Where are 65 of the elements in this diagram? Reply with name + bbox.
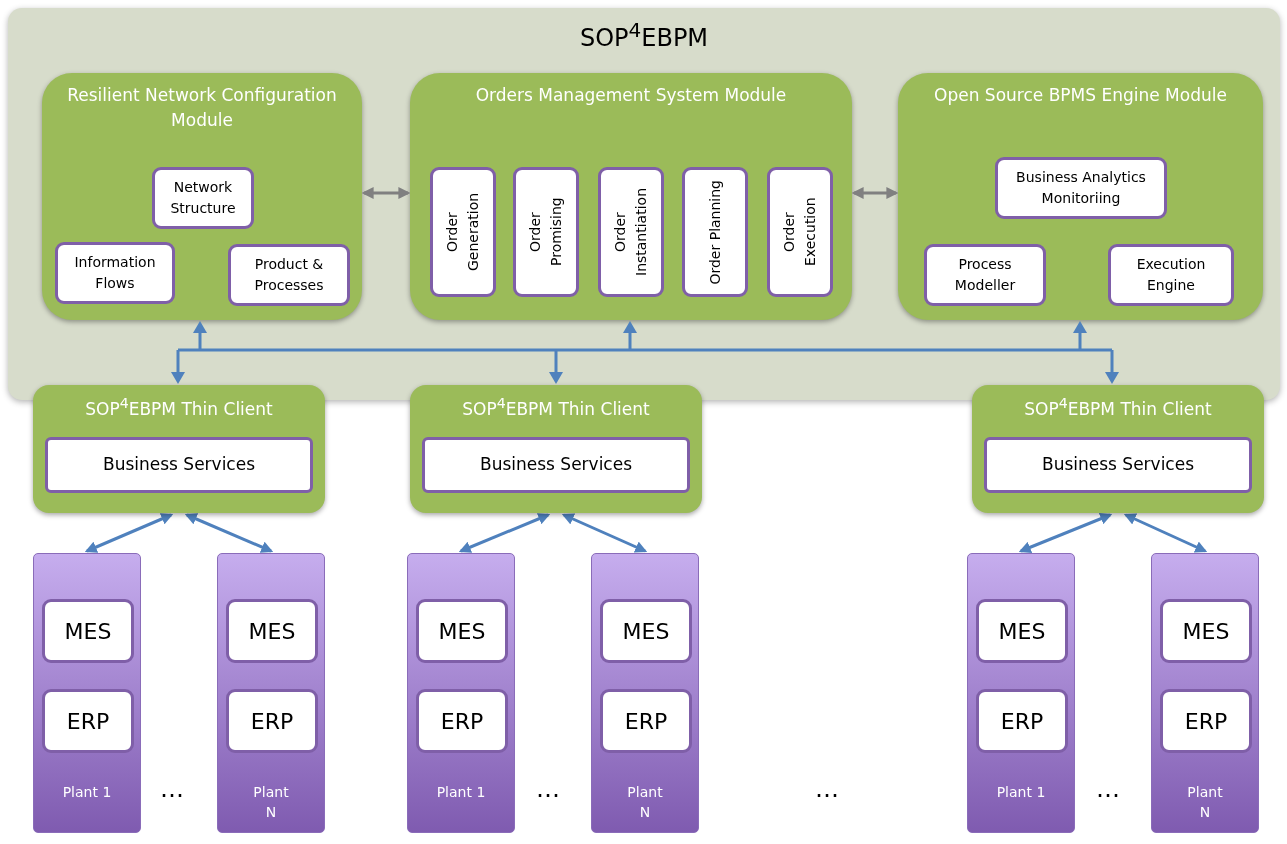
component-box: Execution Engine — [1108, 244, 1234, 306]
plant-column — [33, 553, 141, 833]
module-panel — [42, 73, 362, 320]
module-title: Open Source BPMS Engine Module — [934, 84, 1227, 107]
system-box: ERP — [1160, 689, 1252, 753]
double-arrow — [851, 187, 899, 199]
system-box: ERP — [226, 689, 318, 753]
module-panel — [898, 73, 1263, 320]
plant-column — [1151, 553, 1259, 833]
plant-label: Plant 1 — [62, 783, 112, 802]
plant-label: Plant N — [626, 783, 664, 823]
system-box: ERP — [42, 689, 134, 753]
system-box: MES — [416, 599, 508, 663]
ellipsis-text: … — [160, 775, 184, 803]
component-box: Order Execution — [767, 167, 833, 297]
client-panel — [972, 385, 1264, 513]
bus-connector — [171, 321, 1119, 384]
double-arrow — [458, 513, 551, 553]
service-box: Business Services — [422, 437, 690, 493]
client-panel — [33, 385, 325, 513]
double-arrow — [84, 513, 174, 553]
service-box: Business Services — [45, 437, 313, 493]
module-title: Orders Management System Module — [475, 84, 787, 107]
plant-label: Plant N — [252, 783, 290, 823]
double-arrow — [361, 187, 411, 199]
client-panel — [410, 385, 702, 513]
plant-label: Plant 1 — [996, 783, 1046, 802]
component-box: Business Analytics Monitoriing — [995, 157, 1167, 219]
system-box: MES — [42, 599, 134, 663]
component-box: Network Structure — [152, 167, 254, 229]
system-box: MES — [600, 599, 692, 663]
module-title: Resilient Network Configuration Module — [66, 84, 338, 132]
component-box: Product & Processes — [228, 244, 350, 306]
double-arrow — [184, 513, 274, 553]
client-title: SOP$^{4}$EBPM Thin Client — [1024, 394, 1212, 421]
component-box: Order Generation — [430, 167, 496, 297]
service-box: Business Services — [984, 437, 1252, 493]
plant-label: Plant 1 — [436, 783, 486, 802]
system-box: MES — [226, 599, 318, 663]
ellipsis-text: … — [1096, 775, 1120, 803]
plant-column — [591, 553, 699, 833]
component-box: Order Planning — [682, 167, 748, 297]
plant-column — [217, 553, 325, 833]
component-box: Information Flows — [55, 242, 175, 304]
system-box: ERP — [416, 689, 508, 753]
system-box: ERP — [600, 689, 692, 753]
module-panel — [410, 73, 852, 320]
component-box: Order Instantiation — [598, 167, 664, 297]
system-box: MES — [1160, 599, 1252, 663]
component-box: Order Promising — [513, 167, 579, 297]
plant-column — [967, 553, 1075, 833]
client-title: SOP$^{4}$EBPM Thin Client — [462, 394, 650, 421]
system-box: ERP — [976, 689, 1068, 753]
plant-column — [407, 553, 515, 833]
ellipsis-text: … — [536, 775, 560, 803]
ellipsis-text: … — [815, 775, 839, 803]
double-arrow — [1018, 513, 1113, 553]
double-arrow — [1123, 513, 1208, 553]
platform-panel — [8, 8, 1280, 400]
double-arrow — [561, 513, 648, 553]
platform-title: SOP$^{4}$EBPM — [579, 17, 709, 54]
system-box: MES — [976, 599, 1068, 663]
component-box: Process Modeller — [924, 244, 1046, 306]
client-title: SOP$^{4}$EBPM Thin Client — [85, 394, 273, 421]
plant-label: Plant N — [1186, 783, 1224, 823]
